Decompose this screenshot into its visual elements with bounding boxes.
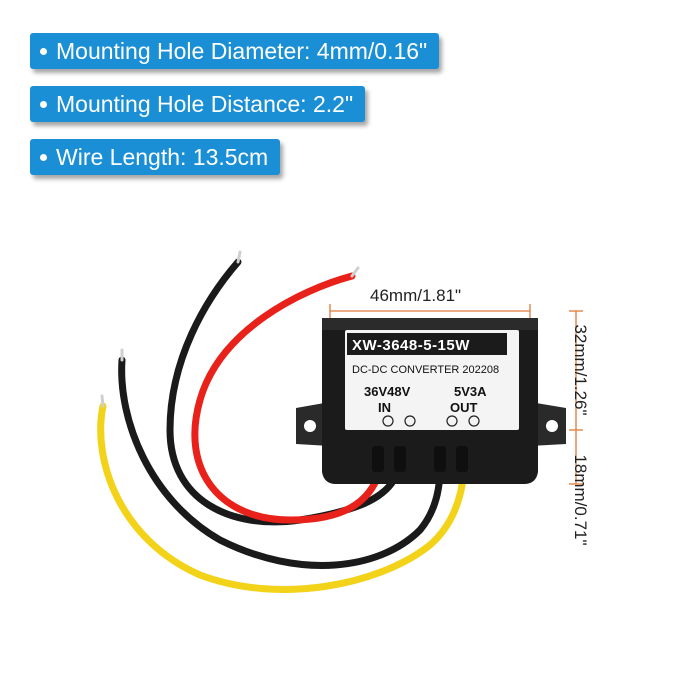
bullet-icon <box>40 48 47 55</box>
model-banner <box>347 333 507 355</box>
mounting-hole-left <box>304 420 316 432</box>
dimension-height-total-label: 32mm/1.26" <box>571 324 590 416</box>
red-wire <box>191 272 384 524</box>
spec-badge-wire-length: Wire Length: 13.5cm <box>30 139 281 175</box>
dimension-height-body-label: 18mm/0.71" <box>571 454 590 546</box>
spec-badge-hole-distance: Mounting Hole Distance: 2.2" <box>30 86 366 122</box>
spec-text: Mounting Hole Distance: 2.2" <box>56 91 354 117</box>
spec-text: Wire Length: 13.5cm <box>56 144 269 170</box>
black-wire-2 <box>118 356 444 569</box>
input-label: IN <box>378 400 391 415</box>
yellow-wire <box>97 402 468 593</box>
output-rating: 5V3A <box>454 384 487 399</box>
dimension-width-label: 46mm/1.81" <box>370 286 462 305</box>
bullet-icon <box>40 154 47 161</box>
model-number: XW-3648-5-15W <box>352 337 470 354</box>
converter-module <box>296 318 566 484</box>
spec-badge-hole-diameter: Mounting Hole Diameter: 4mm/0.16" <box>30 33 440 69</box>
mounting-hole-right <box>546 420 558 432</box>
output-label: OUT <box>450 400 478 415</box>
spec-text: Mounting Hole Diameter: 4mm/0.16" <box>56 38 428 64</box>
bullet-icon <box>40 101 47 108</box>
input-voltage: 36V48V <box>364 384 411 399</box>
wires <box>97 250 468 593</box>
converter-line: DC-DC CONVERTER 202208 <box>352 364 500 376</box>
dimension-lines <box>329 304 583 485</box>
